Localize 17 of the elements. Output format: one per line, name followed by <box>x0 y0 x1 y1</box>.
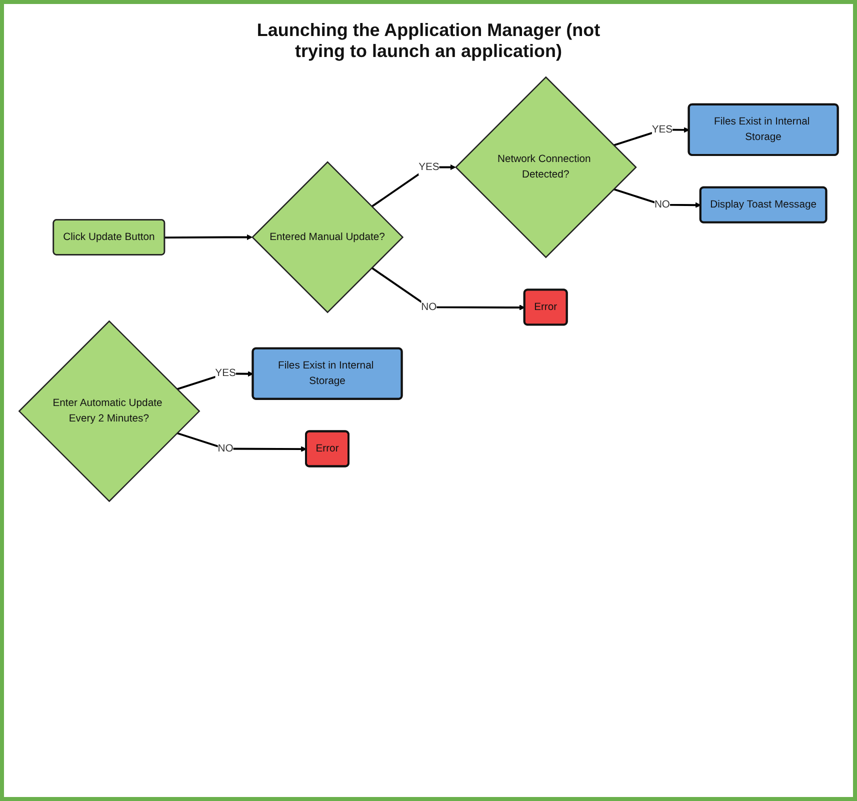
arrow <box>176 432 307 452</box>
edge-label: NO <box>654 198 670 210</box>
arrow <box>164 234 252 240</box>
edge-label: YES <box>652 124 673 135</box>
arrow <box>176 371 254 390</box>
edge-label: NO <box>421 301 437 312</box>
node-diamond: Network Connection Detected? <box>454 76 637 258</box>
title: Launching the Application Manager (not trying to launch an application) <box>256 20 602 62</box>
edge-label: YES <box>215 368 236 379</box>
arrow <box>613 127 690 146</box>
arrow <box>613 188 701 208</box>
node-diamond: Entered Manual Update? <box>252 161 404 314</box>
node-diamond: Enter Automatic Update Every 2 Minutes? <box>18 320 200 502</box>
edge-label: NO <box>218 442 234 454</box>
edge-label: YES <box>418 161 440 172</box>
arrow <box>371 164 456 208</box>
arrow <box>371 267 525 310</box>
